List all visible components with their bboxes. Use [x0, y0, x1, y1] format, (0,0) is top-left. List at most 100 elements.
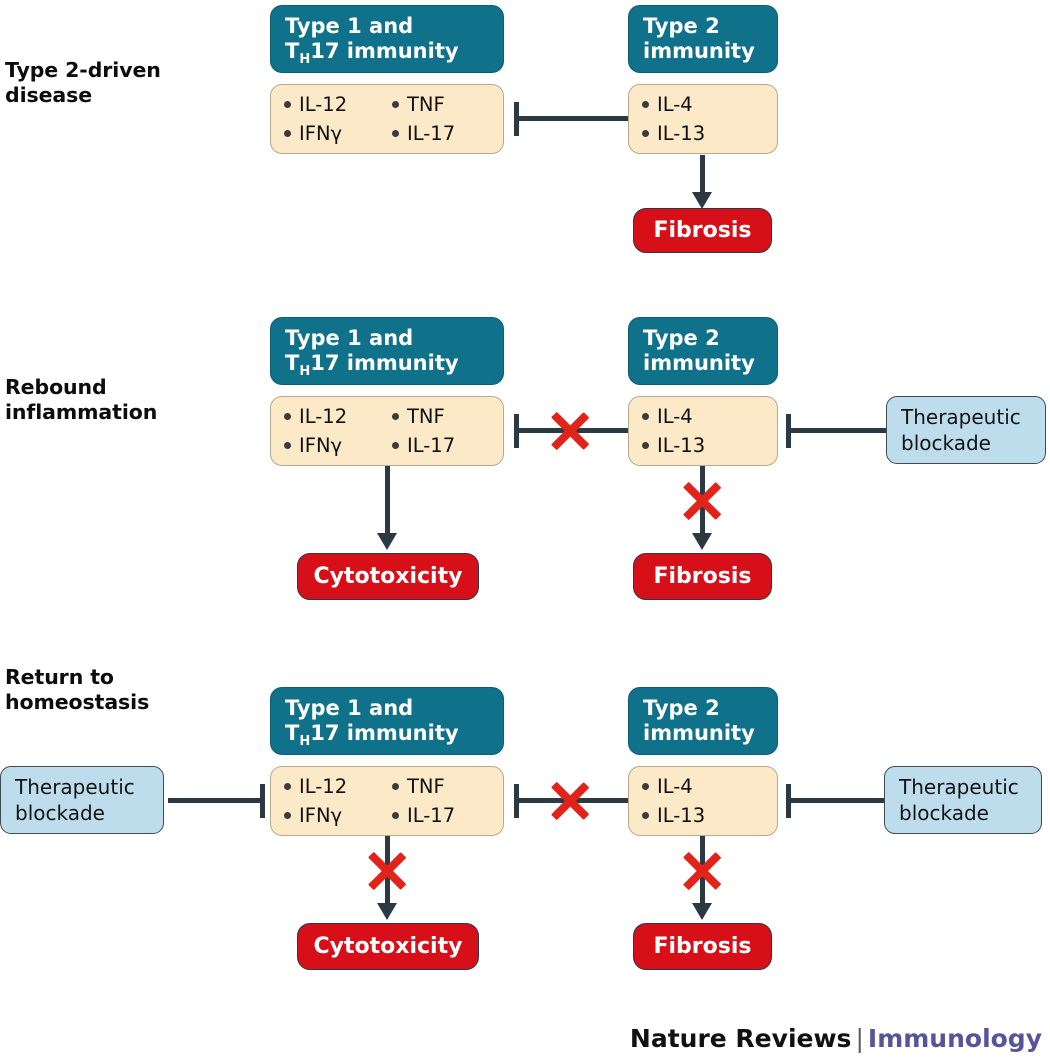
- type2-immunity-header-p3: Type 2 immunity: [628, 687, 778, 755]
- type2-header-text: Type 2 immunity: [643, 696, 755, 745]
- cytokine-item: IL-13: [642, 119, 705, 148]
- therapeutic-blockade-right-p3: Therapeutic blockade: [884, 766, 1042, 834]
- cytokine-item: TNF: [392, 402, 455, 431]
- arrowhead-type2-to-fibrosis-p3: [692, 903, 712, 920]
- footer-separator: |: [855, 1024, 864, 1053]
- cytokine-label: IL-4: [657, 405, 693, 428]
- type1-cytokine-box-p1: IL-12 IFNγ TNF IL-17: [270, 84, 504, 154]
- cytokine-item: IL-4: [642, 90, 705, 119]
- type1-cytokine-box-p2: IL-12 IFNγ TNF IL-17: [270, 396, 504, 466]
- type2-header-text: Type 2 immunity: [643, 14, 755, 63]
- inhibition-tbar-blockade-right-p3: [786, 784, 791, 818]
- cytokine-item: TNF: [392, 90, 455, 119]
- type1-header-line2-post: 17 immunity: [310, 351, 459, 375]
- outcome-fibrosis-p1: Fibrosis: [633, 208, 772, 253]
- therapeutic-blockade-left-p3: Therapeutic blockade: [0, 766, 164, 834]
- type1-header-subscript: H: [299, 52, 311, 68]
- type2-immunity-header-p2: Type 2 immunity: [628, 317, 778, 385]
- cytokine-column-2: TNF IL-17: [392, 90, 455, 148]
- type2-cytokine-box-p3: IL-4 IL-13: [628, 766, 778, 836]
- bullet-icon: [284, 783, 291, 790]
- bullet-icon: [642, 442, 649, 449]
- blocked-x-icon-cross-inhibition-p2: [547, 408, 593, 454]
- outcome-cytotoxicity-p3: Cytotoxicity: [297, 923, 479, 970]
- blocked-x-icon-fibrosis-p2: [679, 478, 725, 524]
- cytokine-label: IL-13: [657, 434, 706, 457]
- bullet-icon: [392, 413, 399, 420]
- bullet-icon: [284, 442, 291, 449]
- journal-footer: Nature Reviews|Immunology: [630, 1024, 1042, 1053]
- cytokine-column-2: TNF IL-17: [392, 402, 455, 460]
- panel-label-type2-driven-disease: Type 2-driven disease: [5, 58, 161, 107]
- type1-immunity-header-p3: Type 1 and TH17 immunity: [270, 687, 504, 755]
- cytokine-column-1: IL-4 IL-13: [642, 90, 705, 148]
- inhibition-tbar-blockade-right-p2: [786, 414, 791, 448]
- bullet-icon: [392, 812, 399, 819]
- cytokine-label: IL-17: [407, 122, 456, 145]
- arrowhead-type1-to-cytotoxicity-p2: [377, 533, 397, 550]
- cytokine-label: IL-4: [657, 775, 693, 798]
- cytokine-label: IFNγ: [299, 804, 343, 827]
- footer-journal: Immunology: [867, 1024, 1042, 1053]
- bullet-icon: [392, 783, 399, 790]
- cytokine-label: TNF: [407, 405, 445, 428]
- cytokine-label: TNF: [407, 775, 445, 798]
- type2-cytokine-box-p1: IL-4 IL-13: [628, 84, 778, 154]
- cytokine-item: IL-13: [642, 801, 705, 830]
- type1-immunity-header-p2: Type 1 and TH17 immunity: [270, 317, 504, 385]
- bullet-icon: [642, 413, 649, 420]
- cytokine-item: IL-12: [284, 402, 392, 431]
- cytokine-label: IL-12: [299, 775, 348, 798]
- cytokine-column-1: IL-4 IL-13: [642, 402, 705, 460]
- cytokine-column-1: IL-12 IFNγ: [284, 402, 392, 460]
- cytokine-label: IFNγ: [299, 122, 343, 145]
- cytokine-item: IFNγ: [284, 431, 392, 460]
- bullet-icon: [284, 413, 291, 420]
- arrowhead-type1-to-cytotoxicity-p3: [377, 903, 397, 920]
- panel-label-return-to-homeostasis: Return to homeostasis: [5, 665, 150, 714]
- outcome-fibrosis-p2: Fibrosis: [633, 553, 772, 600]
- cytokine-column-2: TNF IL-17: [392, 772, 455, 830]
- inhibition-line-blockade-to-type1-p3: [168, 798, 264, 803]
- inhibition-line-blockade-to-type2-p2: [790, 428, 888, 433]
- type1-header-line1: Type 1 and: [285, 696, 414, 720]
- bullet-icon: [284, 101, 291, 108]
- arrowhead-type2-to-fibrosis-p1: [692, 192, 712, 209]
- arrow-line-type2-to-fibrosis-p1: [700, 155, 705, 196]
- cytokine-item: IFNγ: [284, 119, 392, 148]
- cytokine-label: IL-12: [299, 405, 348, 428]
- type2-cytokine-box-p2: IL-4 IL-13: [628, 396, 778, 466]
- inhibition-tbar-p3: [514, 784, 519, 818]
- footer-brand: Nature Reviews: [629, 1024, 852, 1053]
- cytokine-label: IL-17: [407, 434, 456, 457]
- blocked-x-icon-fibrosis-p3: [679, 848, 725, 894]
- inhibition-tbar-blockade-left-p3: [260, 784, 265, 818]
- cytokine-item: IL-13: [642, 431, 705, 460]
- cytokine-item: IL-4: [642, 772, 705, 801]
- blocked-x-icon-cross-inhibition-p3: [547, 778, 593, 824]
- bullet-icon: [642, 130, 649, 137]
- cytokine-column-1: IL-12 IFNγ: [284, 90, 392, 148]
- therapeutic-blockade-right-p2: Therapeutic blockade: [886, 396, 1046, 464]
- type1-header-line1: Type 1 and: [285, 14, 414, 38]
- cytokine-item: IL-4: [642, 402, 705, 431]
- cytokine-label: IL-12: [299, 93, 348, 116]
- type1-header-line2-post: 17 immunity: [310, 721, 459, 745]
- type1-header-line2-pre: T: [285, 39, 300, 63]
- inhibition-tbar-p1: [514, 102, 519, 136]
- bullet-icon: [392, 101, 399, 108]
- bullet-icon: [392, 442, 399, 449]
- type1-header-line2-pre: T: [285, 351, 300, 375]
- cytokine-label: IL-13: [657, 122, 706, 145]
- type1-header-line2-post: 17 immunity: [310, 39, 459, 63]
- inhibition-tbar-p2: [514, 414, 519, 448]
- type1-header-line2-pre: T: [285, 721, 300, 745]
- type1-header-subscript: H: [299, 364, 311, 380]
- inhibition-line-blockade-to-type2-p3: [790, 798, 886, 803]
- cytokine-label: IL-4: [657, 93, 693, 116]
- cytokine-label: IL-13: [657, 804, 706, 827]
- cytokine-column-1: IL-12 IFNγ: [284, 772, 392, 830]
- cytokine-item: IL-17: [392, 801, 455, 830]
- panel-label-rebound-inflammation: Rebound inflammation: [5, 375, 158, 424]
